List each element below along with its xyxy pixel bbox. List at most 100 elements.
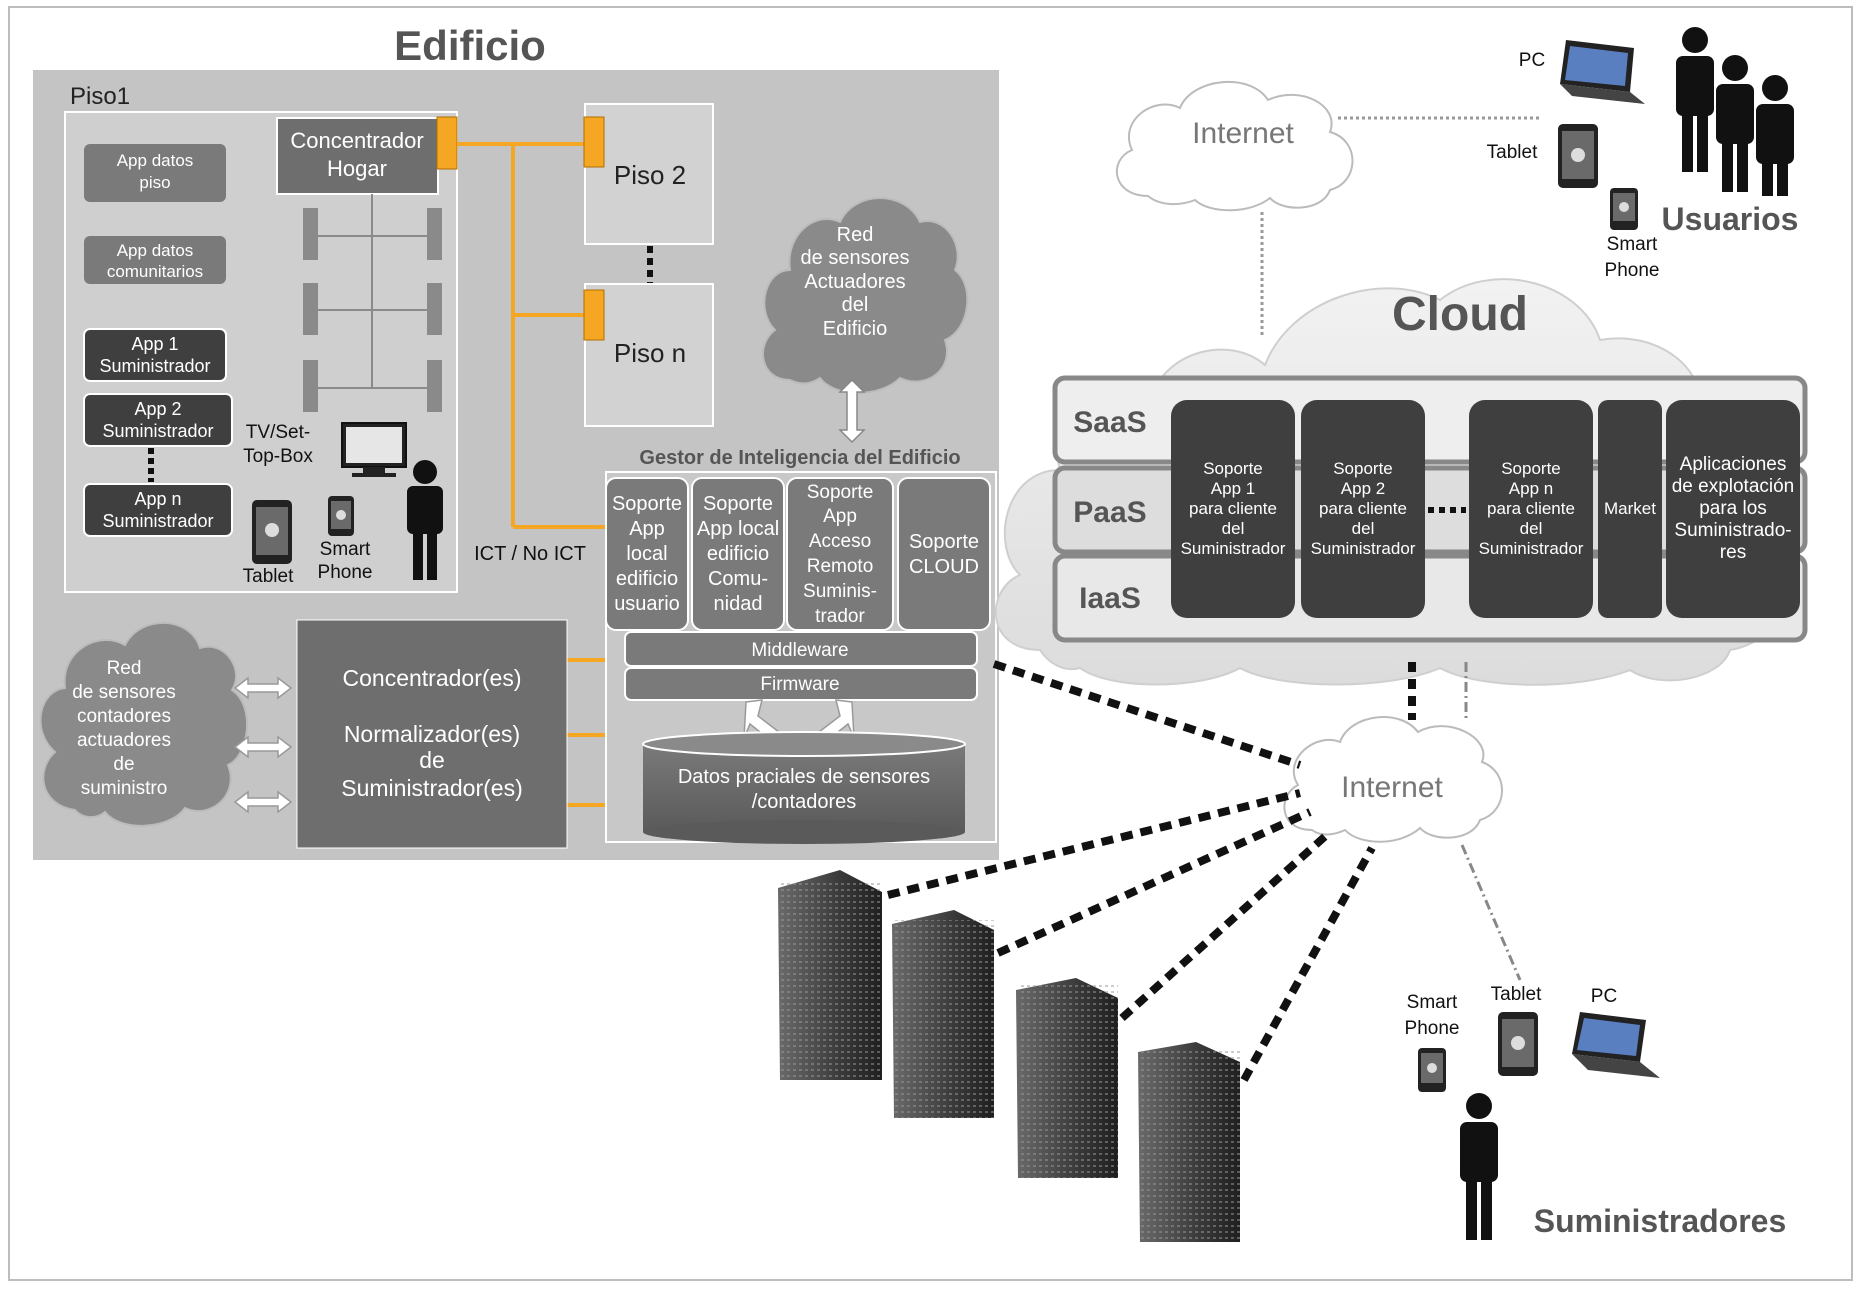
- cloud-app-n: Soporte App n para cliente del Suministr…: [1469, 400, 1593, 618]
- svg-text:Aplicaciones: Aplicaciones: [1680, 454, 1787, 475]
- edificio-title: Edificio: [394, 22, 546, 69]
- svg-text:Soporte: Soporte: [1333, 459, 1393, 478]
- svg-text:edificio: edificio: [707, 543, 769, 565]
- svg-text:Soporte: Soporte: [703, 493, 773, 515]
- svg-text:Piso n: Piso n: [614, 338, 686, 368]
- svg-text:App datos: App datos: [117, 241, 194, 260]
- svg-text:App: App: [823, 506, 857, 527]
- svg-text:Concentrador: Concentrador: [290, 128, 423, 153]
- suppliers-smartphone-label-1: Smart: [1407, 992, 1458, 1013]
- svg-text:de sensores: de sensores: [72, 682, 176, 703]
- floor1-smartphone-label-2: Phone: [318, 562, 373, 583]
- svg-text:Acceso: Acceso: [809, 531, 871, 552]
- suppliers-laptop-icon: [1572, 1012, 1660, 1078]
- tv-label-2: Top-Box: [243, 446, 313, 467]
- svg-text:piso: piso: [139, 173, 170, 192]
- svg-text:Suministrador: Suministrador: [99, 356, 210, 376]
- svg-text:Normalizador(es): Normalizador(es): [344, 721, 520, 747]
- layer-paas: PaaS: [1073, 496, 1146, 529]
- svg-text:de sensores: de sensores: [801, 247, 910, 269]
- suppliers-tablet-icon: [1498, 1012, 1538, 1076]
- gestor-module-3: Soporte App Acceso Remoto Suminis- trado…: [786, 477, 894, 631]
- svg-text:Hogar: Hogar: [327, 156, 387, 181]
- internet-cloud-top: Internet: [1115, 80, 1354, 212]
- svg-text:Cloud: Cloud: [1392, 288, 1528, 341]
- floor1-smartphone-label-1: Smart: [320, 539, 371, 560]
- sensor-cloud-building: Red de sensores Actuadores del Edificio: [762, 197, 969, 394]
- network-nodes: [303, 208, 442, 412]
- middleware-bar: Middleware: [624, 631, 978, 667]
- svg-text:Actuadores: Actuadores: [804, 271, 905, 293]
- svg-text:App n: App n: [1509, 479, 1553, 498]
- svg-text:App 1: App 1: [131, 334, 178, 354]
- building-icon-3: [1016, 978, 1118, 1178]
- svg-text:Soporte: Soporte: [612, 493, 682, 515]
- ict-backbone: [457, 142, 606, 807]
- svg-text:del: del: [1352, 519, 1375, 538]
- cloud-exploitation: Aplicaciones de explotación para los Sum…: [1666, 400, 1800, 618]
- app-datos-comunitarios: App datos comunitarios: [84, 236, 226, 284]
- users-smartphone-label-1: Smart: [1607, 234, 1658, 255]
- app-2-suministrador: App 2 Suministrador: [83, 393, 233, 447]
- layer-iaas: IaaS: [1079, 582, 1141, 615]
- svg-text:App datos: App datos: [117, 151, 194, 170]
- svg-text:Firmware: Firmware: [760, 674, 839, 695]
- svg-text:del: del: [842, 294, 869, 316]
- svg-text:para cliente: para cliente: [1319, 499, 1407, 518]
- concentrador-hogar: Concentrador Hogar: [276, 116, 458, 195]
- cloud-market: Market: [1598, 400, 1662, 618]
- svg-text:/contadores: /contadores: [752, 791, 857, 813]
- suppliers-link: [1460, 844, 1522, 981]
- svg-text:Suministrado-: Suministrado-: [1674, 520, 1791, 541]
- svg-text:de: de: [113, 754, 134, 775]
- tv-icon: [341, 422, 407, 477]
- suppliers-tablet-label: Tablet: [1491, 984, 1542, 1005]
- svg-text:App 2: App 2: [134, 399, 181, 419]
- svg-text:del: del: [1222, 519, 1245, 538]
- sensor-arrow-vertical: [838, 378, 866, 444]
- app-1-suministrador: App 1 Suministrador: [83, 328, 227, 382]
- internet-cloud-middle: Internet: [1283, 716, 1503, 843]
- svg-text:Comu-: Comu-: [708, 568, 768, 590]
- svg-text:Soporte: Soporte: [807, 482, 874, 503]
- users-pc-label: PC: [1519, 50, 1545, 71]
- svg-text:App n: App n: [134, 489, 181, 509]
- datos-database: Datos praciales de sensores /contadores: [642, 731, 966, 844]
- svg-text:local: local: [626, 543, 667, 565]
- svg-text:Suministrador: Suministrador: [1479, 539, 1584, 558]
- users-smartphone-label-2: Phone: [1605, 260, 1660, 281]
- svg-text:suministro: suministro: [81, 778, 168, 799]
- svg-text:Soporte: Soporte: [909, 531, 979, 553]
- outer-frame: [8, 6, 1853, 1281]
- suppliers-smartphone-icon: [1418, 1048, 1446, 1092]
- building-links: [887, 660, 1376, 1082]
- suppliers-label: Suministradores: [1534, 1203, 1787, 1239]
- floor1-tablet-label: Tablet: [243, 566, 294, 587]
- building-icon-2: [892, 910, 994, 1118]
- concentradores-box: Concentrador(es) Normalizador(es) de Sum…: [296, 619, 568, 849]
- svg-text:Piso 2: Piso 2: [614, 160, 686, 190]
- gestor-module-2: Soporte App local edificio Comu- nidad: [691, 477, 785, 631]
- svg-text:Suminis-: Suminis-: [803, 581, 877, 602]
- app-n-suministrador: App n Suministrador: [83, 483, 233, 537]
- svg-text:Suministrador: Suministrador: [1181, 539, 1286, 558]
- users-tablet-label: Tablet: [1487, 142, 1538, 163]
- cloud-app-1: Soporte App 1 para cliente del Suministr…: [1171, 400, 1295, 618]
- person-icon: [407, 460, 443, 580]
- svg-text:res: res: [1720, 542, 1746, 563]
- firmware-bar: Firmware: [624, 667, 978, 701]
- svg-text:Internet: Internet: [1341, 771, 1443, 804]
- svg-text:Datos praciales de sensores: Datos praciales de sensores: [678, 766, 930, 788]
- app-datos-piso: App datos piso: [84, 144, 226, 202]
- svg-text:Soporte: Soporte: [1501, 459, 1561, 478]
- svg-text:de explotación: de explotación: [1672, 476, 1795, 497]
- svg-text:Middleware: Middleware: [751, 640, 848, 661]
- svg-text:actuadores: actuadores: [77, 730, 171, 751]
- cloud-app-2: Soporte App 2 para cliente del Suministr…: [1301, 400, 1425, 618]
- svg-text:para los: para los: [1699, 498, 1767, 519]
- users-tablet-icon: [1558, 124, 1598, 188]
- svg-text:Concentrador(es): Concentrador(es): [343, 665, 522, 691]
- suppliers-person-icon: [1460, 1093, 1498, 1240]
